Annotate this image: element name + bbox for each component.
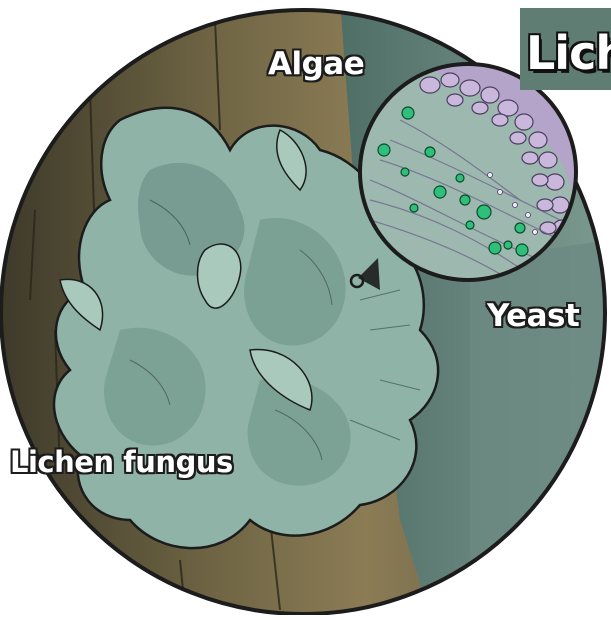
label-lichen-fungus: Lichen fungus bbox=[10, 445, 233, 479]
label-algae: Algae bbox=[268, 46, 364, 82]
label-yeast: Yeast bbox=[487, 298, 579, 334]
title-text: Lich bbox=[526, 26, 611, 80]
title-banner: Lich bbox=[520, 8, 611, 90]
